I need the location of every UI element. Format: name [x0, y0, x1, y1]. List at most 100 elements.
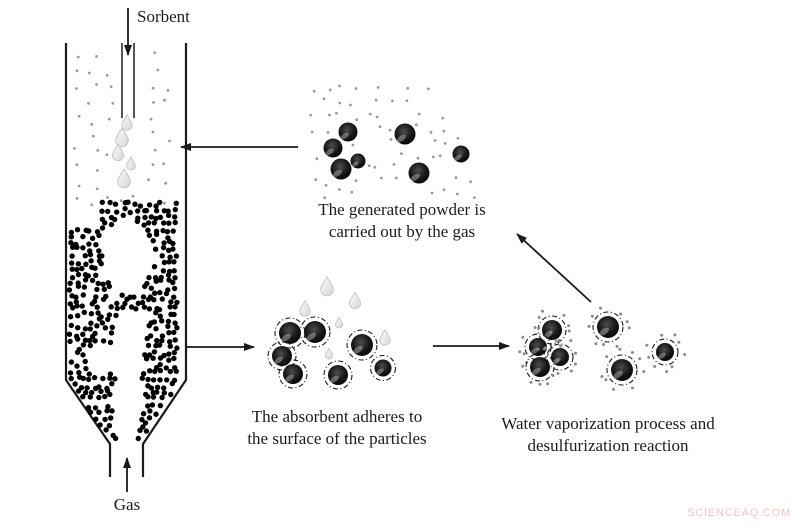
- powder-dot-icon: [604, 378, 608, 382]
- absorbent-ring-icon: [537, 315, 567, 345]
- powder-dot-icon: [379, 176, 383, 180]
- powder-dot-icon: [355, 118, 359, 122]
- particle-sphere-icon: [597, 316, 619, 338]
- powder-dot-icon: [567, 324, 571, 328]
- particle-highlight: [454, 154, 462, 161]
- powder-dot-icon: [554, 339, 558, 343]
- powder-dot-icon: [324, 183, 328, 187]
- powder-dot-icon: [683, 353, 687, 356]
- particle-sphere-icon: [351, 334, 373, 356]
- column-powder-dots: [73, 51, 171, 207]
- particle-sphere-icon: [328, 365, 348, 385]
- powder-dot-icon: [569, 369, 573, 373]
- powder-dot-icon: [427, 87, 430, 91]
- particle-sphere-icon: [542, 320, 562, 340]
- particle-sphere-icon: [350, 153, 366, 169]
- powder-dot-icon: [665, 370, 669, 374]
- powder-dot-icon: [375, 115, 379, 119]
- particle-sphere-icon: [323, 138, 343, 158]
- water-droplet-icon: [334, 316, 344, 329]
- particle-highlight: [353, 345, 363, 354]
- powder-dot-icon: [677, 340, 681, 344]
- powder-dot-icon: [529, 380, 533, 384]
- powder-dot-icon: [456, 136, 460, 140]
- powder-dot-icon: [537, 326, 541, 330]
- powder-dot-icon: [368, 112, 372, 116]
- powder-dot-icon: [642, 370, 646, 373]
- powder-dot-icon: [627, 326, 631, 330]
- powder-dot-icon: [630, 386, 634, 390]
- powder-dot-icon: [630, 351, 634, 354]
- absorbent-adhesion-cluster: [267, 276, 397, 390]
- caption-water-vaporization: Water vaporization process and desulfuri…: [501, 414, 715, 455]
- absorbent-ring-icon: [323, 360, 353, 390]
- powder-dot-icon: [615, 344, 619, 348]
- bed-particles: [66, 199, 180, 442]
- powder-dot-icon: [374, 98, 378, 102]
- absorbent-ring-icon: [346, 329, 378, 361]
- powder-dot-icon: [645, 343, 649, 347]
- particle-sphere-icon: [304, 321, 326, 343]
- powder-dot-icon: [443, 142, 447, 145]
- absorbent-ring-icon: [369, 354, 397, 382]
- particle-highlight: [325, 148, 334, 156]
- powder-dot-icon: [376, 86, 380, 89]
- powder-dot-icon: [562, 313, 566, 317]
- powder-dot-icon: [469, 180, 472, 184]
- powder-dot-icon: [600, 375, 604, 378]
- powder-dot-icon: [521, 335, 525, 339]
- particle-sphere-icon: [374, 359, 392, 377]
- absorbent-ring-icon: [606, 354, 638, 386]
- powder-dot-icon: [354, 87, 358, 90]
- particle-sphere-icon: [394, 123, 416, 145]
- particle-sphere-icon: [279, 322, 301, 344]
- particle-highlight: [352, 161, 359, 167]
- powder-dot-icon: [417, 112, 421, 116]
- powder-dot-icon: [312, 89, 316, 93]
- powder-dot-icon: [394, 176, 398, 180]
- powder-dot-icon: [567, 329, 571, 333]
- particle-highlight: [281, 333, 291, 342]
- flow-arrows: [123, 8, 592, 492]
- powder-dot-icon: [322, 97, 326, 101]
- powder-dot-icon: [367, 164, 371, 168]
- water-droplet-icon: [126, 156, 136, 171]
- powder-dot-icon: [454, 176, 458, 180]
- absorbent-ring-icon: [592, 311, 624, 343]
- powder-dot-icon: [559, 344, 563, 348]
- powder-dot-icon: [338, 84, 341, 88]
- powder-dot-icon: [323, 196, 327, 200]
- particle-highlight: [657, 352, 666, 359]
- powder-dot-icon: [612, 387, 615, 391]
- powder-dot-icon: [389, 138, 393, 141]
- water-droplet-icon: [320, 276, 334, 297]
- particle-clusters: [267, 84, 687, 391]
- absorbent-ring-icon: [299, 316, 331, 348]
- powder-dot-icon: [521, 364, 525, 368]
- water-droplet-icon: [348, 291, 362, 310]
- powder-dot-icon: [442, 188, 446, 192]
- powder-dot-icon: [400, 152, 403, 156]
- powder-dot-icon: [309, 113, 312, 117]
- powder-dot-icon: [338, 101, 342, 105]
- powder-dot-icon: [378, 125, 382, 129]
- particle-highlight: [396, 134, 406, 143]
- column-wall-right: [141, 43, 188, 477]
- powder-dot-icon: [442, 129, 446, 133]
- vaporization-to-powder-arrow: [516, 233, 592, 303]
- particle-sphere-icon: [529, 338, 547, 356]
- powder-dot-icon: [430, 191, 434, 195]
- powder-dot-icon: [351, 143, 355, 147]
- powder-dot-icon: [441, 116, 445, 120]
- powder-dot-icon: [433, 139, 437, 142]
- powder-dot-icon: [473, 196, 476, 200]
- particle-highlight: [306, 332, 316, 341]
- powder-dot-icon: [544, 346, 547, 350]
- powder-dot-icon: [391, 99, 394, 103]
- powder-dot-icon: [455, 192, 459, 196]
- generated-powder-cluster: [309, 84, 476, 200]
- powder-dot-icon: [431, 155, 435, 159]
- particle-highlight: [376, 368, 384, 375]
- powder-dot-icon: [536, 347, 540, 351]
